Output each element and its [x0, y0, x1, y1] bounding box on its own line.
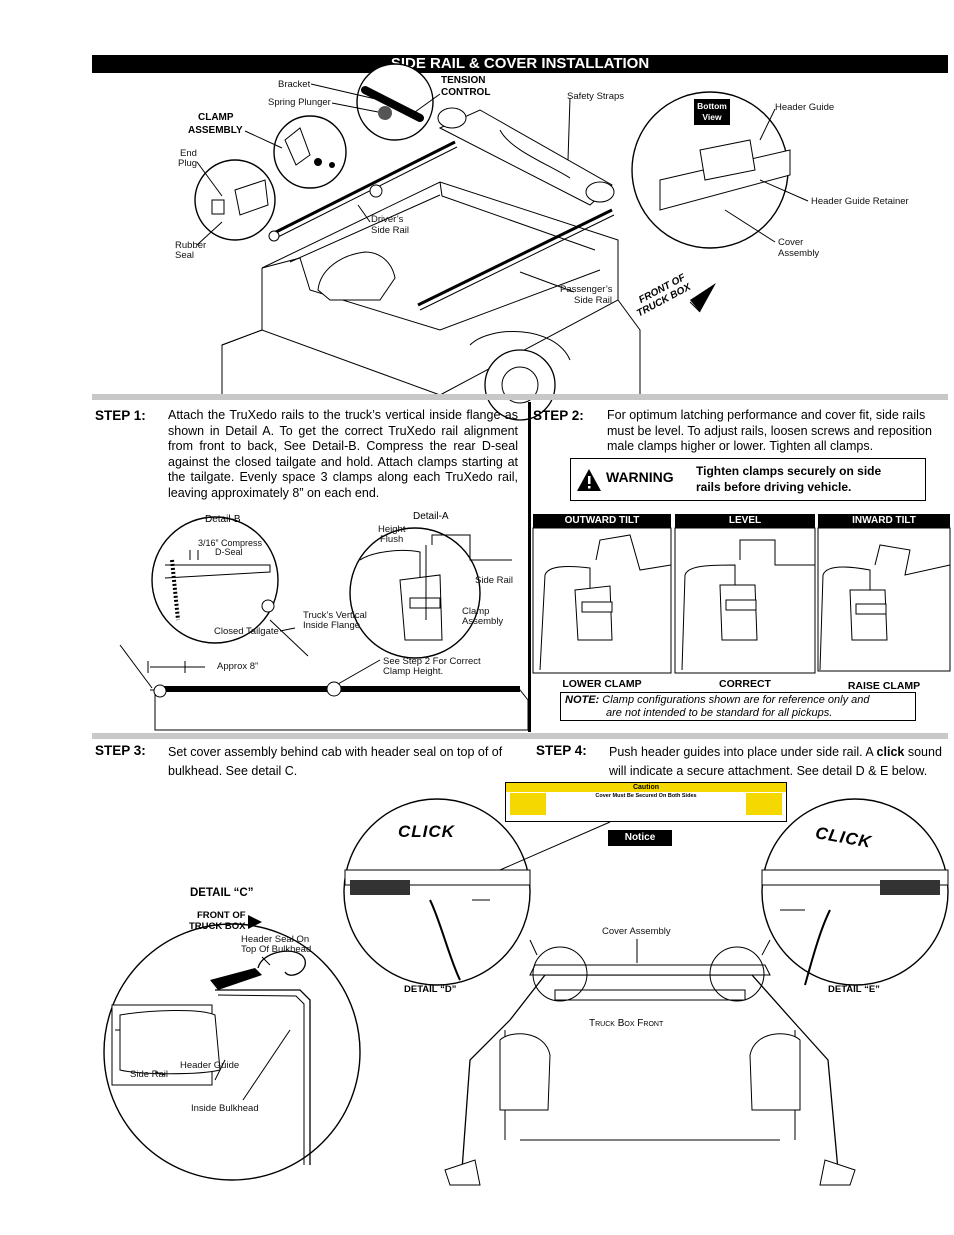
compress-label-2: D-Seal — [215, 547, 243, 557]
tilt-comparison-diagram — [532, 527, 951, 674]
drivers-rail-label-1: Driver’s — [371, 214, 404, 225]
step3-text: Set cover assembly behind cab with heade… — [168, 743, 518, 781]
end-plug-label-1: End — [180, 148, 197, 159]
bottom-view-line-2: View — [702, 112, 722, 122]
warning-text-line-2: rails before driving vehicle. — [696, 480, 852, 494]
approx-label: Approx 8” — [217, 661, 259, 672]
truck-exploded-diagram — [194, 63, 809, 421]
passengers-rail-label-2: Side Rail — [574, 295, 613, 306]
header-guide-label: Header Guide — [775, 102, 835, 113]
passengers-rail-label-1: Passenger’s — [560, 284, 613, 295]
caution-sub: Cover Must Be Secured On Both Sides — [595, 793, 697, 799]
step4-text-line-1: Push header guides into place under side… — [609, 743, 954, 762]
caution-label: Caution Cover Must Be Secured On Both Si… — [505, 782, 787, 822]
rubber-seal-label-2: Seal — [175, 250, 195, 261]
inside-bulkhead-label: Inside Bulkhead — [191, 1103, 259, 1114]
clamp-assembly-detail-label-1: Clamp — [462, 606, 490, 617]
step1-details-diagram — [119, 516, 529, 731]
warning-text: Tighten clamps securely on side rails be… — [696, 463, 881, 495]
step2-text: For optimum latching performance and cov… — [607, 408, 932, 453]
step4-text-post: sound — [904, 745, 942, 759]
bracket-label: Bracket — [278, 79, 311, 90]
tilt-caption-raise: RAISE CLAMP — [847, 680, 921, 692]
step4-text-pre: Push header guides into place under side… — [609, 745, 877, 759]
step3-text-line-1: Set cover assembly behind cab with heade… — [168, 745, 503, 759]
note-box: NOTE: Clamp configurations shown are for… — [560, 692, 916, 721]
tilt-header-outward: OUTWARD TILT — [533, 514, 671, 528]
warning-label: WARNING — [606, 469, 674, 485]
step4-label: STEP 4: — [536, 743, 587, 758]
height-flush-label-1: Height — [378, 524, 406, 535]
compress-label-1: 3/16” Compress — [198, 538, 263, 548]
note-text-1: Clamp configurations shown are for refer… — [602, 694, 870, 706]
cover-assembly-label-1: Cover — [778, 237, 804, 248]
closed-tailgate-label: Closed Tailgate — [214, 626, 279, 637]
step3-label: STEP 3: — [95, 743, 146, 758]
click-text-d: CLICK — [398, 822, 455, 841]
step3-text-line-2: bulkhead. See detail C. — [168, 764, 298, 778]
tilt-caption-correct: CORRECT — [719, 678, 771, 690]
header-seal-label-1: Header Seal On — [241, 934, 310, 945]
tilt-caption-lower: LOWER CLAMP — [562, 678, 642, 690]
step1-text: Attach the TruXedo rails to the truck’s … — [168, 408, 518, 500]
see-step-label-2: Clamp Height. — [383, 666, 444, 677]
header-guide-retainer-label: Header Guide Retainer — [811, 196, 909, 207]
warning-icon — [577, 469, 601, 491]
end-plug-label-2: Plug — [178, 158, 198, 169]
step4-text-line-2: will indicate a secure attachment. See d… — [609, 764, 928, 778]
safety-straps-label: Safety Straps — [567, 91, 625, 102]
tilt-header-inward: INWARD TILT — [818, 514, 950, 528]
bottom-view-tag: Bottom View — [694, 101, 730, 123]
note-label: NOTE: — [565, 694, 600, 706]
note-line-1: NOTE: Clamp configurations shown are for… — [565, 694, 870, 707]
detail-c-label: DETAIL “C” — [190, 887, 254, 899]
cover-assembly-d-label: Cover Assembly — [602, 926, 671, 937]
notice-tag: Notice — [608, 830, 672, 846]
cover-assembly-label-2: Assembly — [778, 248, 820, 259]
clamp-assembly-label-2: ASSEMBLY — [188, 125, 243, 136]
drivers-rail-label-2: Side Rail — [371, 225, 410, 236]
detail-d-label: DETAIL “D” — [404, 984, 457, 995]
bottom-view-line-1: Bottom — [697, 101, 727, 111]
detail-a-label: Detail-A — [413, 511, 449, 522]
front-label-2: TRUCK BOX — [189, 921, 246, 932]
section-separator — [92, 394, 948, 400]
step4-text-click: click — [876, 745, 905, 759]
caution-right-image — [746, 793, 782, 815]
header-guide-c-label: Header Guide — [180, 1060, 240, 1071]
side-rail-c-label: Side Rail — [130, 1069, 169, 1080]
vertical-flange-label-2: Inside Flange — [303, 620, 361, 631]
vertical-flange-label-1: Truck’s Vertical — [303, 610, 367, 621]
caution-left-image — [510, 793, 546, 815]
clamp-assembly-label-1: CLAMP — [198, 112, 234, 123]
detail-e-label: DETAIL “E” — [828, 984, 880, 995]
height-flush-label-2: Flush — [380, 534, 404, 545]
tension-control-label-1: TENSION — [441, 75, 486, 86]
header-seal-label-2: Top Of Bulkhead — [241, 944, 312, 955]
clamp-assembly-detail-label-2: Assembly — [462, 616, 504, 627]
note-text-2: are not intended to be standard for all … — [606, 707, 833, 719]
warning-box: WARNING Tighten clamps securely on side … — [570, 458, 926, 501]
page-title: SIDE RAIL & COVER INSTALLATION — [92, 55, 948, 73]
step1-label: STEP 1: — [95, 408, 146, 423]
step-divider — [528, 402, 531, 732]
front-label-1: FRONT OF — [197, 910, 246, 921]
rubber-seal-label-1: Rubber — [175, 240, 207, 251]
caution-title: Caution — [506, 783, 786, 792]
step2-label: STEP 2: — [533, 408, 584, 423]
step4-text: Push header guides into place under side… — [609, 743, 954, 781]
truck-box-front-label: Truck Box Front — [589, 1018, 664, 1029]
side-rail-label: Side Rail — [475, 575, 514, 586]
warning-text-line-1: Tighten clamps securely on side — [696, 464, 882, 478]
tilt-header-level: LEVEL — [675, 514, 815, 528]
section-separator-2 — [92, 733, 948, 739]
detail-b-label: Detail-B — [205, 514, 241, 525]
spring-plunger-label: Spring Plunger — [268, 97, 331, 108]
tension-control-label-2: CONTROL — [441, 87, 491, 98]
see-step-label-1: See Step 2 For Correct — [383, 656, 481, 667]
